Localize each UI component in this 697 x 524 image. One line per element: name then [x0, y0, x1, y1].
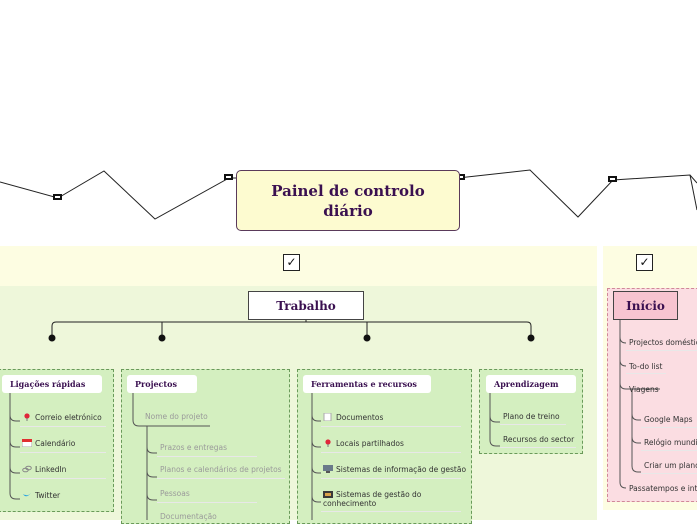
ligacoes-item-1[interactable]: Correio eletrónico [22, 413, 102, 422]
aprendizagem-item-1[interactable]: Plano de treino [503, 412, 560, 421]
ferramentas-item-1[interactable]: Documentos [323, 412, 383, 422]
ferramentas-item-3[interactable]: Sistemas de informação de gestão [323, 465, 466, 474]
link-icon [22, 465, 32, 473]
group-projectos-title[interactable]: Projectos [127, 375, 197, 393]
box-icon [323, 490, 333, 498]
projectos-item-4[interactable]: Documentação [160, 512, 217, 521]
divider [321, 478, 461, 479]
inicio-item-4[interactable]: Google Maps [644, 415, 693, 424]
divider [321, 452, 461, 453]
divider [500, 424, 566, 425]
divider [157, 478, 285, 479]
divider [641, 450, 697, 451]
ligacoes-item-3[interactable]: LinkedIn [22, 465, 66, 474]
inicio-item-7[interactable]: Passatempos e interesses [629, 484, 697, 493]
inicio-item-5[interactable]: Relógio mundial [644, 438, 697, 447]
group-ferramentas-title[interactable]: Ferramentas e recursos [303, 375, 431, 393]
inicio-item-6[interactable]: Criar um plano [644, 461, 697, 470]
ferramentas-item-2[interactable]: Locais partilhados [323, 439, 404, 448]
group-ligacoes-title[interactable]: Ligações rápidas [2, 375, 102, 393]
divider [641, 427, 697, 428]
group-ferramentas [297, 369, 472, 524]
ligacoes-item-2[interactable]: Calendário [21, 438, 75, 448]
document-icon [323, 412, 333, 422]
collapse-handle-center-left[interactable] [224, 174, 233, 180]
collapse-handle-left[interactable] [53, 194, 62, 200]
inicio-group [607, 288, 697, 502]
projectos-root[interactable]: Nome do projeto [145, 412, 208, 421]
divider [157, 502, 257, 503]
projectos-item-1[interactable]: Prazos e entregas [160, 443, 227, 452]
divider [321, 426, 461, 427]
pin-icon [22, 413, 32, 421]
divider [157, 456, 257, 457]
central-topic-title: Painel de controlo diário [271, 181, 425, 220]
divider [500, 447, 576, 448]
pin-icon [323, 439, 333, 447]
projectos-item-2[interactable]: Planos e calendários de projetos [160, 465, 282, 474]
divider [20, 478, 106, 479]
inicio-title: Início [626, 298, 665, 313]
bird-icon [22, 491, 32, 499]
divider [20, 452, 106, 453]
divider [626, 350, 697, 351]
trabalho-check-icon[interactable]: ✓ [283, 254, 300, 271]
inicio-item-3[interactable]: Viagens [629, 385, 659, 394]
monitor-icon [323, 465, 333, 473]
group-aprendizagem-title[interactable]: Aprendizagem [486, 375, 576, 393]
ligacoes-item-4[interactable]: Twitter [22, 491, 60, 500]
ferramentas-item-4[interactable]: Sistemas de gestão do conhecimento [323, 490, 422, 508]
inicio-node[interactable]: Início [613, 291, 678, 320]
inicio-check-icon[interactable]: ✓ [636, 254, 653, 271]
aprendizagem-item-2[interactable]: Recursos do sector [503, 435, 575, 444]
projectos-item-3[interactable]: Pessoas [160, 489, 190, 498]
divider [321, 511, 461, 512]
collapse-handle-right[interactable] [608, 176, 617, 182]
trabalho-title: Trabalho [276, 298, 336, 313]
group-projectos [121, 369, 290, 524]
divider [641, 473, 697, 474]
inicio-item-2[interactable]: To-do list [629, 362, 663, 371]
inicio-item-1[interactable]: Projectos domésticos [629, 338, 697, 347]
central-topic[interactable]: Painel de controlo diário [236, 170, 460, 231]
divider [20, 426, 106, 427]
trabalho-node[interactable]: Trabalho [248, 291, 364, 320]
divider [626, 373, 666, 374]
